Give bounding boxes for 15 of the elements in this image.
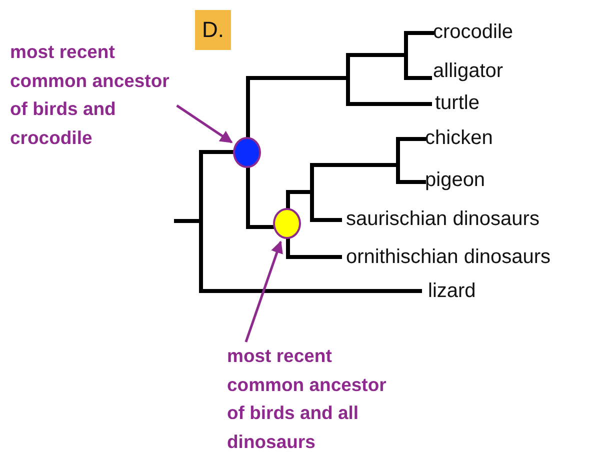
callout-text: most recent common ancestor of birds and crocodile (10, 40, 170, 150)
taxon-label: pigeon (425, 168, 486, 192)
panel-letter: D. (195, 10, 231, 50)
taxon-label: turtle (435, 91, 480, 115)
taxon-label: ornithischian dinosaurs (346, 245, 551, 269)
taxon-label: chicken (425, 126, 493, 150)
ancestor-circle (233, 137, 261, 168)
ancestor-circle (273, 208, 301, 239)
arrow (244, 240, 283, 342)
taxon-label: lizard (428, 279, 476, 303)
taxon-label: saurischian dinosaurs (346, 207, 540, 231)
arrow (176, 104, 233, 144)
callout-text: most recent common ancestor of birds and all dinosaurs (227, 344, 388, 454)
taxon-label: crocodile (433, 20, 514, 44)
taxon-label: alligator (433, 59, 504, 83)
